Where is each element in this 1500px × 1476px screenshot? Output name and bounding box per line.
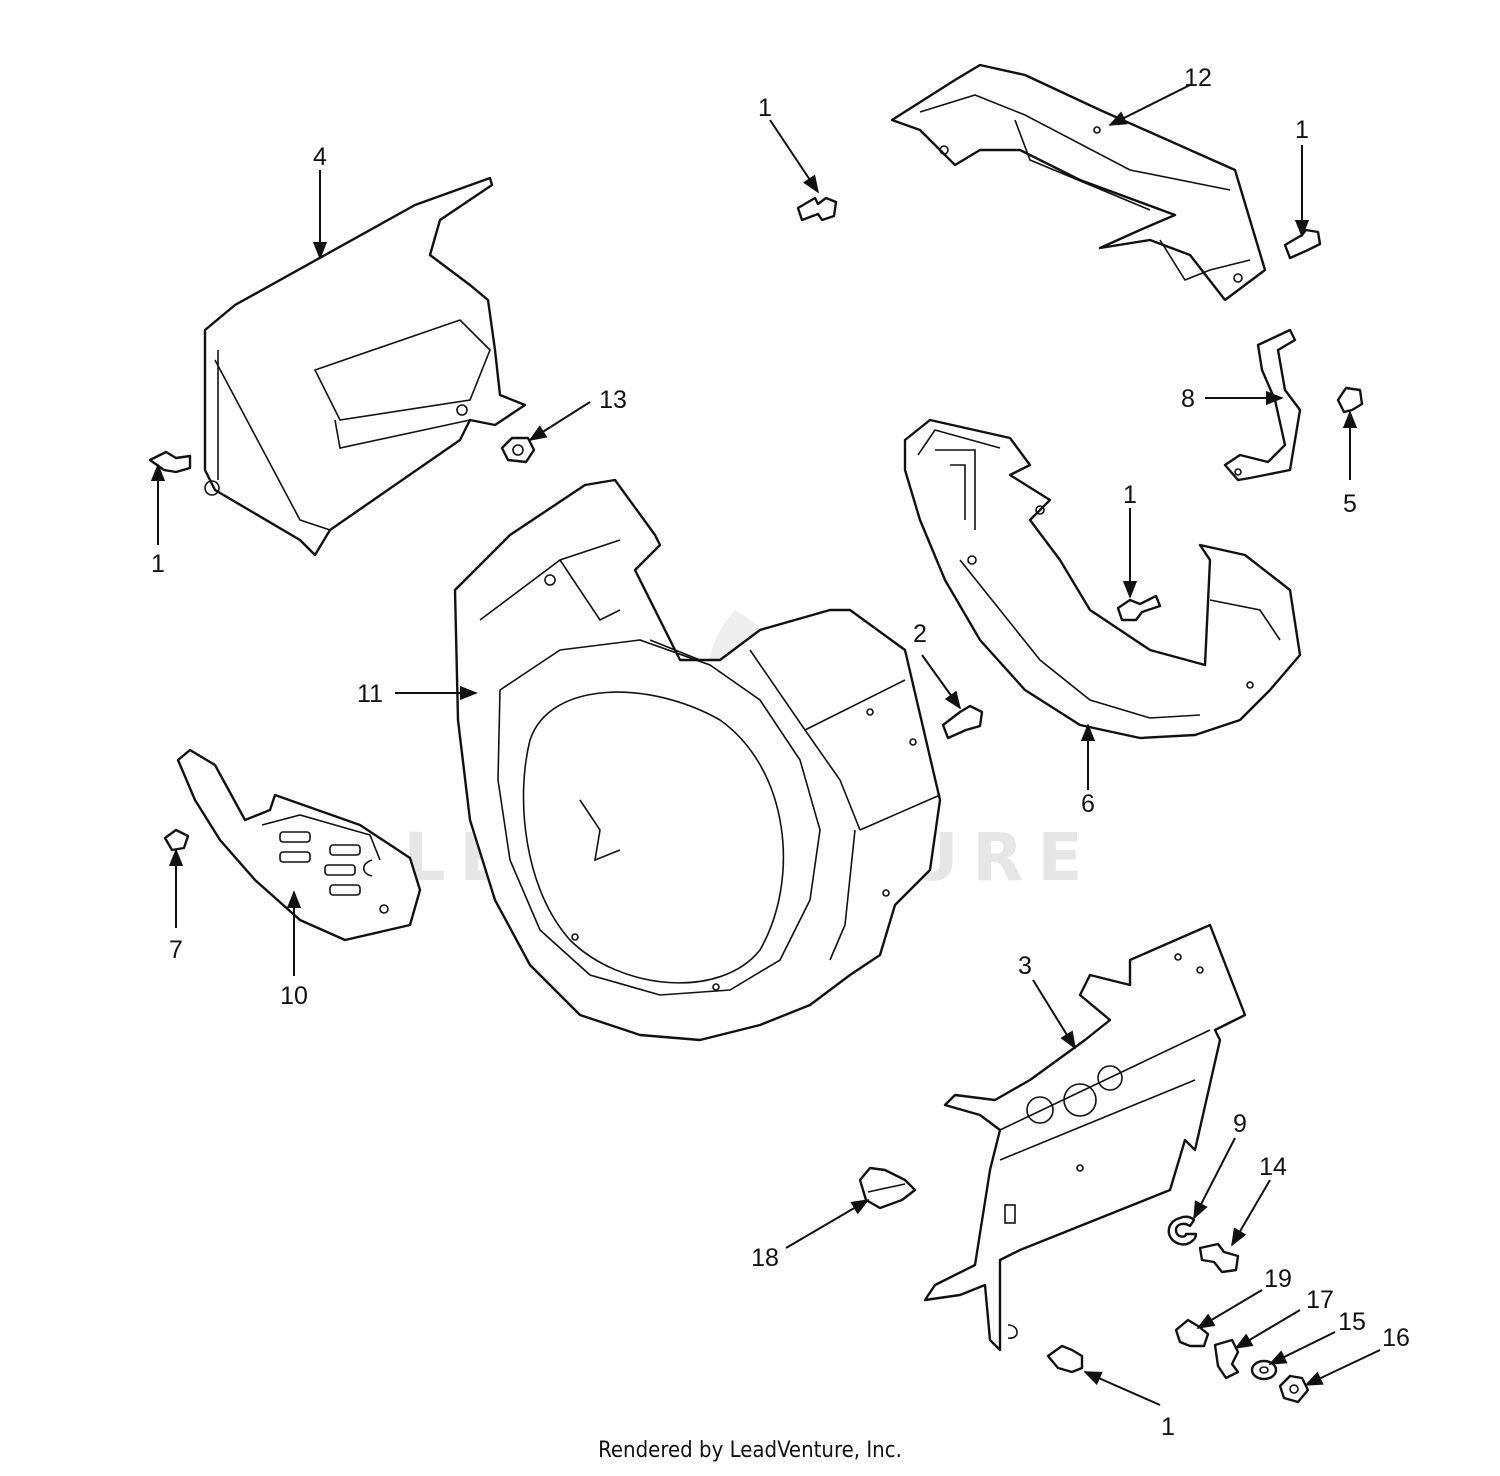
callout-3: 3 xyxy=(1018,952,1032,980)
part-1-bolt-a xyxy=(796,196,838,222)
part-2-bolt xyxy=(941,704,984,740)
part-6-baffle xyxy=(903,418,1302,740)
part-3-bracket xyxy=(923,923,1247,1352)
callout-7: 7 xyxy=(169,936,183,964)
callout-19: 19 xyxy=(1264,1265,1292,1293)
part-5-bolt xyxy=(1336,386,1364,414)
callout-10: 10 xyxy=(280,982,308,1010)
callout-8: 8 xyxy=(1181,385,1195,413)
part-4-shroud xyxy=(203,176,527,557)
leader-lines xyxy=(150,84,1381,1406)
part-12-bracket xyxy=(890,63,1267,302)
part-15-washer xyxy=(1250,1359,1278,1381)
callout-9: 9 xyxy=(1233,1110,1247,1138)
callout-18: 18 xyxy=(751,1244,779,1272)
callout-17: 17 xyxy=(1306,1286,1334,1314)
callout-1-mid-right: 1 xyxy=(1123,481,1137,509)
callout-1-top-right: 1 xyxy=(1295,116,1309,144)
part-14-bolt xyxy=(1198,1242,1240,1274)
part-18-grommet xyxy=(858,1166,917,1210)
callout-2: 2 xyxy=(913,620,927,648)
callout-labels: 1 1 1 4 12 13 1 8 5 1 11 2 6 7 10 3 9 14… xyxy=(151,64,1410,1441)
part-1-bolt-d xyxy=(1116,594,1162,622)
callout-1-left: 1 xyxy=(151,550,165,578)
part-1-bolt-c xyxy=(148,450,192,474)
part-7-bolt xyxy=(163,828,190,852)
part-13-nut xyxy=(500,436,536,464)
part-17-clip xyxy=(1213,1338,1240,1380)
callout-5: 5 xyxy=(1343,490,1357,518)
callout-16: 16 xyxy=(1382,1324,1410,1352)
part-8-bracket xyxy=(1223,328,1302,482)
callout-15: 15 xyxy=(1338,1308,1366,1336)
callout-1-bottom: 1 xyxy=(1161,1413,1175,1441)
callout-4: 4 xyxy=(313,143,327,171)
part-19-connector xyxy=(1174,1318,1210,1348)
part-16-nut xyxy=(1278,1374,1310,1404)
part-11-blower-housing xyxy=(453,478,942,1042)
callout-14: 14 xyxy=(1259,1153,1287,1181)
part-10-guard xyxy=(176,748,422,942)
callout-6: 6 xyxy=(1081,790,1095,818)
callout-1-top: 1 xyxy=(758,94,772,122)
callout-11: 11 xyxy=(357,680,383,708)
footer-credit: Rendered by LeadVenture, Inc. xyxy=(598,1438,902,1463)
part-1-bolt-e xyxy=(1046,1344,1084,1374)
part-9-washer xyxy=(1167,1215,1198,1246)
callout-12: 12 xyxy=(1184,64,1212,92)
callout-13: 13 xyxy=(599,386,627,414)
